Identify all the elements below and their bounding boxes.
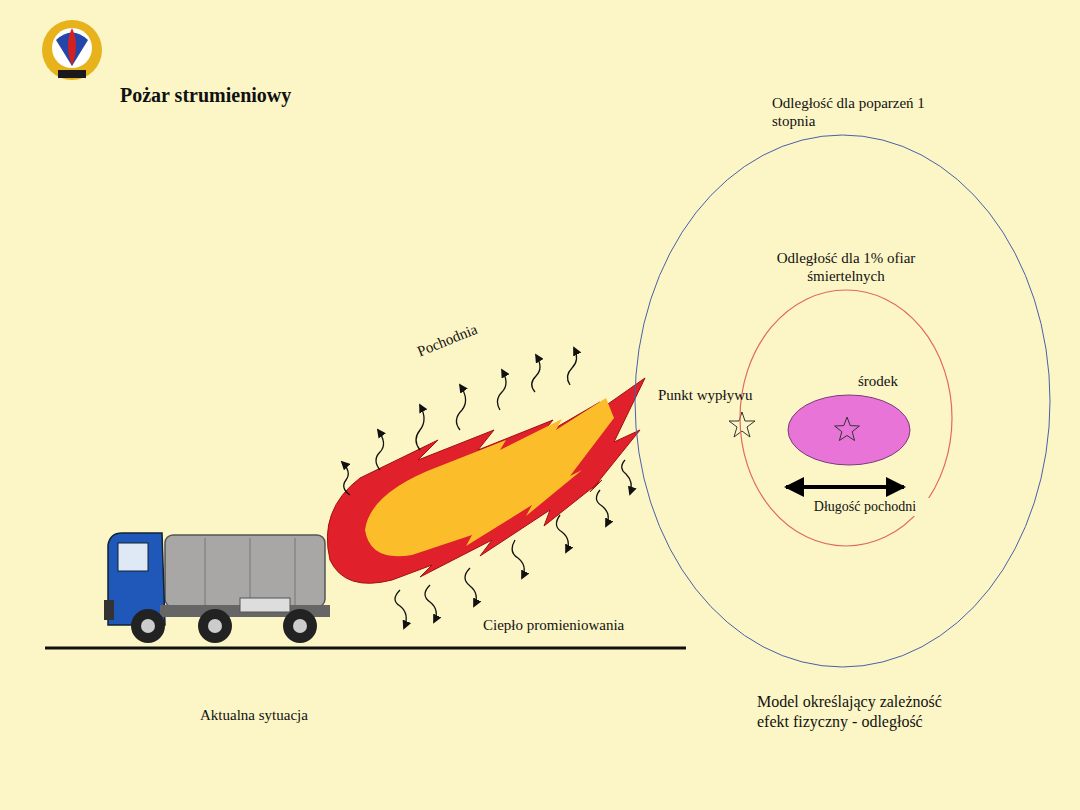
heat-arrows (342, 348, 631, 628)
outflow-label: Punkt wypływu (658, 386, 778, 405)
outflow-star (729, 412, 755, 437)
model-caption: Model określający zależność efekt fizycz… (757, 692, 977, 732)
length-arrow (786, 485, 904, 489)
center-star (835, 417, 860, 441)
ground-line (45, 647, 686, 650)
jet-flame (327, 378, 645, 583)
zone-label: Odległość dla 1% ofiar śmiertelnych (740, 249, 952, 287)
diagram-title: Pożar strumieniowy (120, 84, 291, 107)
zone-label: środek (858, 372, 928, 391)
length-label: Długość pochodni (795, 498, 935, 516)
zone-outline (788, 395, 910, 465)
truck (104, 533, 330, 643)
situation-label: Aktualna sytuacja (200, 706, 400, 725)
torch-label: Pochodnia (414, 306, 514, 361)
heat-label: Ciepło promieniowania (483, 616, 683, 635)
flame-center: środek (788, 395, 910, 465)
zone-label: Odległość dla poparzeń 1 stopnia (772, 94, 942, 132)
logo (42, 20, 102, 80)
